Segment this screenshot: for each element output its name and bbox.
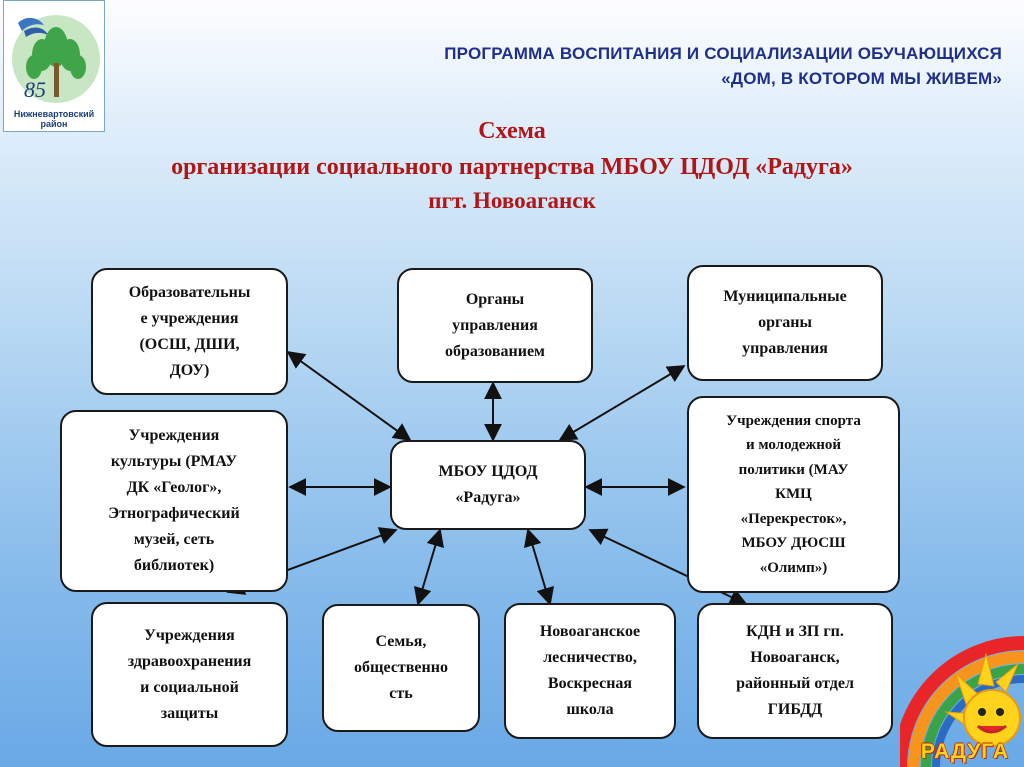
raduga-wordmark: РАДУГА [920, 740, 1010, 763]
node-family: Семья, общественно сть [322, 604, 480, 732]
raduga-logo: РАДУГА [900, 634, 1024, 767]
node-education-authority-label: Органы управления образованием [445, 290, 545, 360]
node-forestry: Новоаганское лесничество, Воскресная шко… [504, 603, 676, 739]
node-kdn-label: КДН и ЗП гп. Новоаганск, районный отдел … [736, 623, 854, 718]
node-health: Учреждения здравоохранения и социальной … [91, 602, 288, 747]
node-education-label: Образовательны е учреждения (ОСШ, ДШИ, Д… [128, 283, 251, 379]
tree-emblem-icon: 85 [12, 15, 100, 103]
arrow-edu [286, 350, 412, 442]
center-node: МБОУ ЦДОД «Радуга» [390, 440, 586, 530]
node-family-label: Семья, общественно сть [354, 633, 448, 702]
logo-number: 85 [24, 77, 46, 102]
node-kdn: КДН и ЗП гп. Новоаганск, районный отдел … [697, 603, 893, 739]
program-subtitle: «ДОМ, В КОТОРОМ МЫ ЖИВЕМ» [721, 69, 1002, 88]
node-education-authority: Органы управления образованием [397, 268, 593, 383]
node-culture-label: Учреждения культуры (РМАУ ДК «Геолог», Э… [108, 427, 240, 574]
arrow-mun [558, 365, 686, 441]
node-forestry-label: Новоаганское лесничество, Воскресная шко… [539, 623, 641, 718]
logo-caption: Нижневартовский район [13, 109, 95, 129]
node-sport: Учреждения спорта и молодежной политики … [687, 396, 900, 593]
district-logo: 85 Нижневартовский район [3, 0, 105, 132]
scheme-title: Схема [478, 118, 546, 144]
scheme-location: пгт. Новоаганск [428, 188, 596, 213]
node-health-label: Учреждения здравоохранения и социальной … [127, 626, 252, 722]
rainbow-sun-icon [900, 636, 1024, 767]
node-municipal-label: Муниципальные органы управления [723, 288, 847, 357]
center-node-label: МБОУ ЦДОД «Радуга» [438, 463, 538, 506]
node-municipal: Муниципальные органы управления [687, 265, 883, 381]
node-education: Образовательны е учреждения (ОСШ, ДШИ, Д… [91, 268, 288, 395]
node-sport-label: Учреждения спорта и молодежной политики … [726, 412, 861, 576]
program-title: ПРОГРАММА ВОСПИТАНИЯ И СОЦИАЛИЗАЦИИ ОБУЧ… [444, 44, 1002, 63]
arrow-forestry [523, 528, 555, 606]
arrow-family [413, 528, 445, 606]
node-culture: Учреждения культуры (РМАУ ДК «Геолог», Э… [60, 410, 288, 592]
scheme-subtitle: организации социального партнерства МБОУ… [171, 154, 853, 180]
